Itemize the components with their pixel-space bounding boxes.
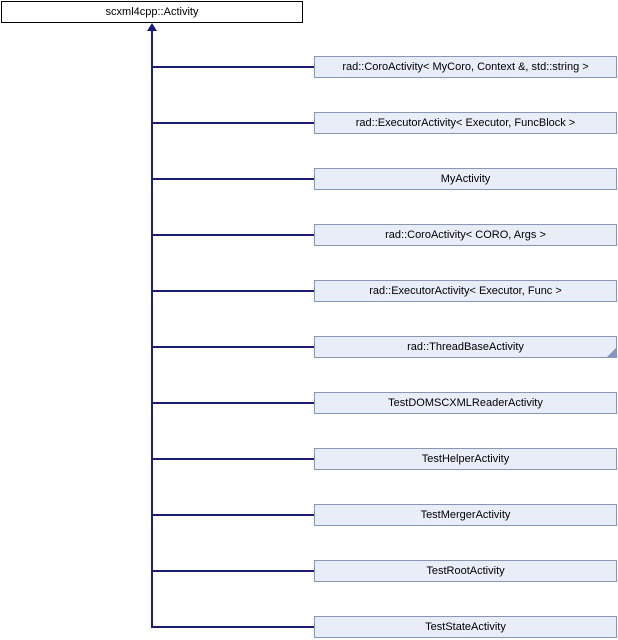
class-node-label: TestDOMSCXMLReaderActivity	[388, 397, 543, 409]
class-node-teststateactivity[interactable]: TestStateActivity	[314, 616, 617, 638]
edge-branch	[152, 626, 315, 628]
edge-trunk	[151, 30, 153, 628]
class-node-testhelperactivity[interactable]: TestHelperActivity	[314, 448, 617, 470]
edge-branch	[152, 178, 315, 180]
class-node-label: rad::ExecutorActivity< Executor, FuncBlo…	[355, 117, 576, 129]
edge-branch	[152, 402, 315, 404]
class-node-testmergeractivity[interactable]: TestMergerActivity	[314, 504, 617, 526]
edge-branch	[152, 514, 315, 516]
class-node-testrootactivity[interactable]: TestRootActivity	[314, 560, 617, 582]
edge-branch	[152, 570, 315, 572]
edge-branch	[152, 234, 315, 236]
edge-branch	[152, 346, 315, 348]
edge-branch	[152, 458, 315, 460]
edge-branch	[152, 122, 315, 124]
class-node-label: TestHelperActivity	[421, 453, 510, 465]
class-node-label: rad::CoroActivity< MyCoro, Context &, st…	[342, 61, 589, 73]
class-node-testdomscxmlreaderactivity[interactable]: TestDOMSCXMLReaderActivity	[314, 392, 617, 414]
class-node-label: rad::ExecutorActivity< Executor, Func >	[369, 285, 562, 297]
class-node-coroactivity-mycoro[interactable]: rad::CoroActivity< MyCoro, Context &, st…	[314, 56, 617, 78]
class-node-root-label: scxml4cpp::Activity	[105, 6, 199, 18]
class-node-coroactivity-coro[interactable]: rad::CoroActivity< CORO, Args >	[314, 224, 617, 246]
class-node-executoractivity-funcblock[interactable]: rad::ExecutorActivity< Executor, FuncBlo…	[314, 112, 617, 134]
inheritance-arrow-icon	[147, 23, 157, 31]
class-node-label: MyActivity	[440, 173, 491, 185]
class-node-label: TestStateActivity	[425, 621, 506, 633]
class-node-root: scxml4cpp::Activity	[1, 1, 303, 23]
class-node-label: TestMergerActivity	[420, 509, 511, 521]
class-node-label: rad::ThreadBaseActivity	[407, 341, 524, 353]
class-node-threadbaseactivity[interactable]: rad::ThreadBaseActivity	[314, 336, 617, 358]
edge-branch	[152, 66, 315, 68]
class-node-label: rad::CoroActivity< CORO, Args >	[385, 229, 546, 241]
class-node-label: TestRootActivity	[426, 565, 505, 577]
truncated-graph-corner-icon	[607, 348, 616, 357]
class-node-myactivity[interactable]: MyActivity	[314, 168, 617, 190]
class-node-executoractivity-func[interactable]: rad::ExecutorActivity< Executor, Func >	[314, 280, 617, 302]
edge-branch	[152, 290, 315, 292]
